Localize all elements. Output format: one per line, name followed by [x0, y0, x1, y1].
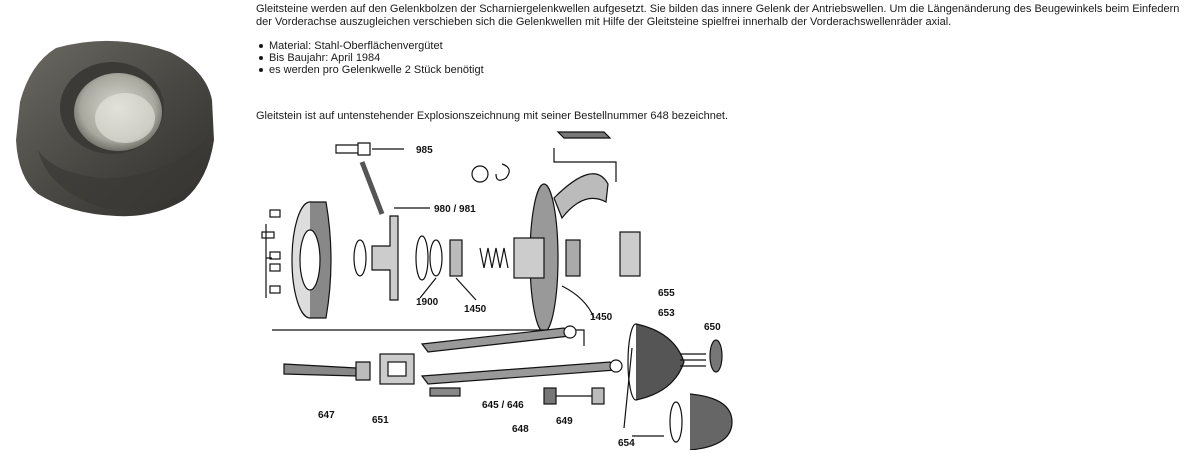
exploded-view-diagram: 985 980 / 981 1900 1450 1450 655 653 650…	[261, 131, 733, 450]
feature-item-quantity: es werden pro Gelenkwelle 2 Stück benöti…	[259, 64, 1196, 76]
label-649: 649	[556, 416, 573, 427]
label-1900: 1900	[416, 297, 439, 308]
diagram-note: Gleitstein ist auf untenstehender Explos…	[256, 110, 729, 122]
feature-item-material: Material: Stahl-Oberflächenvergütet	[259, 40, 1196, 52]
label-651: 651	[372, 415, 389, 426]
gleitstein-photo	[16, 40, 214, 217]
label-980-981: 980 / 981	[434, 204, 476, 215]
label-653: 653	[658, 308, 675, 319]
label-1450-left: 1450	[464, 304, 487, 315]
label-645-646: 645 / 646	[482, 400, 524, 411]
label-654: 654	[618, 438, 635, 449]
label-985: 985	[416, 145, 433, 156]
feature-item-year: Bis Baujahr: April 1984	[259, 52, 1196, 64]
feature-list: Material: Stahl-Oberflächenvergütet Bis …	[256, 40, 1196, 76]
label-655: 655	[658, 288, 675, 299]
label-647: 647	[318, 410, 335, 421]
label-1450-right: 1450	[590, 312, 613, 323]
label-650: 650	[704, 322, 721, 333]
description-text: Gleitsteine werden auf den Gelenkbolzen …	[256, 3, 1180, 28]
label-648: 648	[512, 424, 529, 435]
